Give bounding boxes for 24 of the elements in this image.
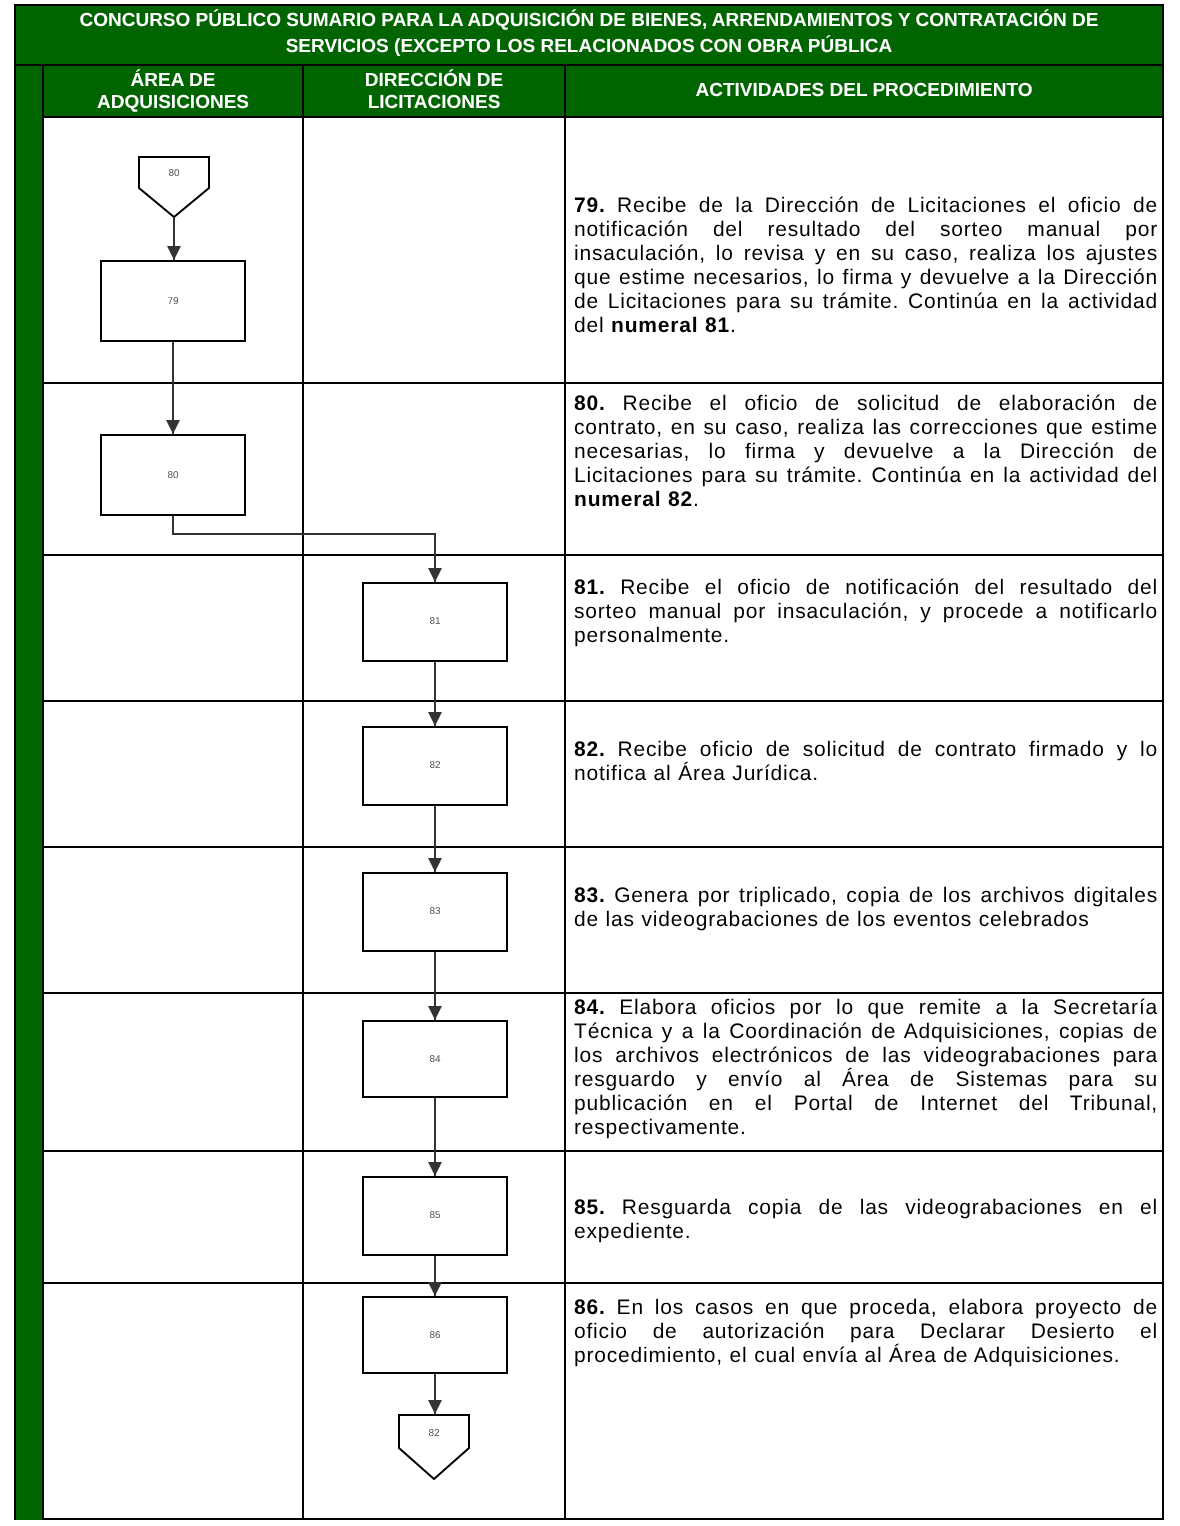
arrow <box>428 1255 442 1297</box>
activity-description: 82. Recibe oficio de solicitud de contrato firmado y lo notifica al Área Jurídica. <box>574 738 1158 786</box>
lane-header: DIRECCIÓN DE LICITACIONES <box>304 66 564 118</box>
arrow <box>428 951 442 1021</box>
arrow <box>172 515 442 583</box>
swimlane <box>42 66 304 1520</box>
arrow <box>428 1097 442 1177</box>
arrow <box>166 341 180 435</box>
lane-header: ACTIVIDADES DEL PROCEDIMIENTO <box>566 66 1162 118</box>
arrow <box>428 1373 442 1415</box>
swimlane <box>304 66 566 1520</box>
activity-column <box>566 66 1164 1520</box>
activity-description: 86. En los casos en que proceda, elabora proyecto de oficio de autorización para Declarar Desierto el procedimiento, el cual envía al Área de Adquisiciones. <box>574 1296 1158 1368</box>
activity-description: 84. Elabora oficios por lo que remite a la Secretaría Técnica y a la Coordinación de Adquisiciones, copias de los archivos electrónicos de las videograbaciones para resguardo y envío al Área de Sistemas para su publicación en el Portal de Internet del Tribunal, respectivamente. <box>574 996 1158 1140</box>
activity-description: 83. Genera por triplicado, copia de los archivos digitales de las videograbaciones de los eventos celebrados <box>574 884 1158 932</box>
activity-description: 79. Recibe de la Dirección de Licitaciones el oficio de notificación del resultado del sorteo manual por insaculación, lo revisa y en su caso, realiza los ajustes que estime necesarios, lo firma y devuelve a la Dirección de Licitaciones para su trámite. Continúa en la actividad del numeral 81. <box>574 194 1158 338</box>
arrow <box>428 661 442 727</box>
arrow <box>428 805 442 873</box>
activity-description: 81. Recibe el oficio de notificación del resultado del sorteo manual por insaculación, y procede a notificarlo personalmente. <box>574 576 1158 648</box>
arrow <box>167 217 181 261</box>
activity-description: 85. Resguarda copia de las videograbaciones en el expediente. <box>574 1196 1158 1244</box>
title-banner: CONCURSO PÚBLICO SUMARIO PARA LA ADQUISICIÓN DE BIENES, ARRENDAMIENTOS Y CONTRATACIÓN DE SERVICIOS (EXCEPTO LOS RELACIONADOS CON OBRA PÚBLICA <box>14 4 1164 66</box>
activity-description: 80. Recibe el oficio de solicitud de elaboración de contrato, en su caso, realiza las correcciones que estime necesarias, lo firma y devuelve a la Dirección de Licitaciones para su trámite. Continúa en la actividad del numeral 82. <box>574 392 1158 512</box>
lane-header: ÁREA DE ADQUISICIONES <box>44 66 302 118</box>
